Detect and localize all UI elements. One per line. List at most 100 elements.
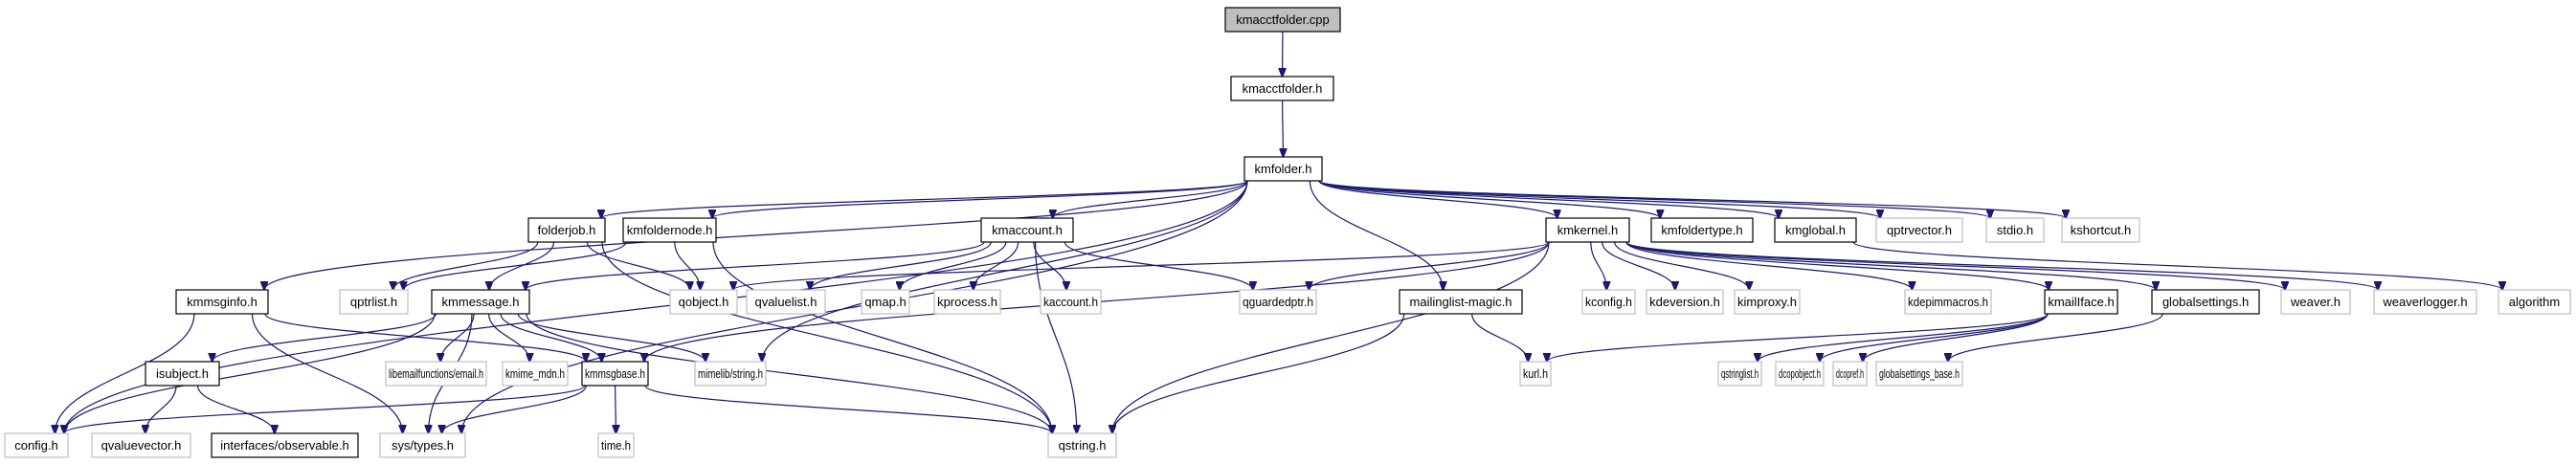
node-kmmsgbase-h[interactable]: kmmsgbase.h <box>581 361 649 387</box>
edge-kmfolder-h-to-stdio-h <box>1318 180 1990 218</box>
node-globalsettings-h[interactable]: globalsettings.h <box>2151 289 2260 315</box>
edge-kmmsginfo-h-to-kmmsgbase-h <box>264 313 586 362</box>
edge-kmmsgbase-h-to-config-h <box>64 385 586 433</box>
node-label: folderjob.h <box>538 223 596 237</box>
edge-kmmsgbase-h-to-qstring-h <box>644 385 1052 433</box>
node-interfaces-observable-h[interactable]: interfaces/observable.h <box>211 432 359 458</box>
node-kmailiface-h[interactable]: kmailIface.h <box>2044 289 2118 315</box>
node-label: kmglobal.h <box>1785 223 1846 237</box>
edge-layer <box>55 31 2502 433</box>
edge-kmfolder-h-to-folderjob-h <box>601 180 1248 218</box>
edge-folderjob-h-to-qobject-h <box>586 241 689 290</box>
node-kmacctfolder-h[interactable]: kmacctfolder.h <box>1230 76 1334 101</box>
edge-kmkernel-h-to-kimproxy-h <box>1614 241 1750 290</box>
node-box <box>2373 289 2477 315</box>
node-label: weaver.h <box>2290 295 2341 309</box>
node-box <box>1646 289 1724 315</box>
node-label: kaccount.h <box>1043 295 1098 309</box>
edge-kmaccount-h-to-qmap-h <box>900 241 1007 290</box>
node-box <box>1040 289 1102 315</box>
node-kmkernel-h[interactable]: kmkernel.h <box>1545 217 1630 243</box>
node-label: kshortcut.h <box>2071 223 2132 237</box>
node-box <box>527 217 606 243</box>
node-libemailfunctions-email-h: libemailfunctions/email.h <box>385 361 487 387</box>
edge-kmfolder-h-to-kshortcut-h <box>1318 180 2066 218</box>
node-box <box>385 361 487 387</box>
node-kmmessage-h[interactable]: kmmessage.h <box>431 289 530 315</box>
node-qobject-h: qobject.h <box>669 289 738 315</box>
node-label: kmailIface.h <box>2048 295 2114 309</box>
node-box <box>2061 217 2140 243</box>
node-label: stdio.h <box>1997 223 2033 237</box>
node-label: mailinglist-magic.h <box>1410 295 1512 309</box>
node-label: qvaluelist.h <box>754 295 817 309</box>
edge-mailinglist-magic-h-to-kurl-h <box>1471 313 1529 362</box>
node-qmap-h: qmap.h <box>861 289 910 315</box>
node-label: qobject.h <box>679 295 729 309</box>
node-box <box>1985 217 2045 243</box>
edge-kmfolder-h-to-kmkernel-h <box>1318 180 1557 218</box>
node-box <box>2044 289 2118 315</box>
node-kurl-h: kurl.h <box>1519 361 1552 387</box>
node-config-h: config.h <box>4 432 69 458</box>
node-qstringlist-h: qstringlist.h <box>1717 361 1762 387</box>
node-label: kmfoldernode.h <box>627 223 713 237</box>
edge-kmfolder-h-to-mimelib-string-h <box>762 180 1248 362</box>
node-mailinglist-magic-h[interactable]: mailinglist-magic.h <box>1399 289 1523 315</box>
node-box <box>2151 289 2260 315</box>
edge-kmailiface-h-to-dcopobject-h <box>1820 313 2049 362</box>
node-isubject-h[interactable]: isubject.h <box>145 361 220 387</box>
node-box <box>1230 76 1334 101</box>
node-label: kimproxy.h <box>1737 295 1797 309</box>
edge-kmmsginfo-h-to-config-h <box>55 313 195 433</box>
node-kmglobal-h[interactable]: kmglobal.h <box>1774 217 1857 243</box>
node-box <box>2280 289 2351 315</box>
edge-kmfolder-h-to-kmfoldernode-h <box>712 180 1248 218</box>
node-box <box>1875 361 1963 387</box>
edge-kmaccount-h-to-qstring-h <box>1035 241 1077 433</box>
node-kdeversion-h: kdeversion.h <box>1646 289 1724 315</box>
node-box <box>502 361 569 387</box>
node-algorithm: algorithm <box>2498 289 2571 315</box>
node-label: globalsettings.h <box>2162 295 2249 309</box>
node-kshortcut-h: kshortcut.h <box>2061 217 2140 243</box>
node-box <box>4 432 69 458</box>
edge-isubject-h-to-qvaluevector-h <box>146 385 177 433</box>
node-label: dcopobject.h <box>1779 366 1821 381</box>
edge-kmfolder-h-to-sys-types-h <box>461 180 1248 433</box>
node-label: config.h <box>14 438 58 453</box>
node-kmfolder-h[interactable]: kmfolder.h <box>1243 156 1323 182</box>
node-box <box>211 432 359 458</box>
edge-kmkernel-h-to-qstring-h <box>1112 241 1550 433</box>
edge-kmailiface-h-to-kurl-h <box>1547 313 2049 362</box>
node-kdepimmacros-h: kdepimmacros.h <box>1904 289 1992 315</box>
edge-kmmessage-h-to-kmime-mdn-h <box>487 313 530 362</box>
edge-kmmessage-h-to-qstring-h <box>526 313 1052 433</box>
node-kmaccount-h[interactable]: kmaccount.h <box>980 217 1074 243</box>
node-kmfoldertype-h[interactable]: kmfoldertype.h <box>1650 217 1754 243</box>
edge-kmglobal-h-to-algorithm <box>1852 241 2502 290</box>
edge-kmaccount-h-to-kmmessage-h <box>526 241 985 290</box>
node-box <box>1875 217 1963 243</box>
edge-kmmessage-h-to-kmmsgbase-h <box>500 313 601 362</box>
edge-kmkernel-h-to-globalsettings-h <box>1625 241 2156 290</box>
node-label: qvaluevector.h <box>101 438 182 453</box>
node-kaccount-h: kaccount.h <box>1040 289 1102 315</box>
node-folderjob-h[interactable]: folderjob.h <box>527 217 606 243</box>
edge-kmmessage-h-to-mimelib-string-h <box>517 313 706 362</box>
node-label: dcopref.h <box>1836 366 1864 381</box>
node-kmacctfolder-cpp[interactable]: kmacctfolder.cpp <box>1224 7 1341 33</box>
node-label: qguardedptr.h <box>1243 295 1313 309</box>
node-kmmsginfo-h[interactable]: kmmsginfo.h <box>175 289 269 315</box>
node-qguardedptr-h: qguardedptr.h <box>1239 289 1317 315</box>
node-box <box>669 289 738 315</box>
node-label: kmmessage.h <box>442 295 520 309</box>
node-box <box>1399 289 1523 315</box>
node-box <box>1904 289 1992 315</box>
node-box <box>91 432 191 458</box>
node-label: kconfig.h <box>1585 295 1632 309</box>
node-weaver-h: weaver.h <box>2280 289 2351 315</box>
node-box <box>597 432 635 458</box>
node-box <box>861 289 910 315</box>
node-kmfoldernode-h[interactable]: kmfoldernode.h <box>622 217 717 243</box>
